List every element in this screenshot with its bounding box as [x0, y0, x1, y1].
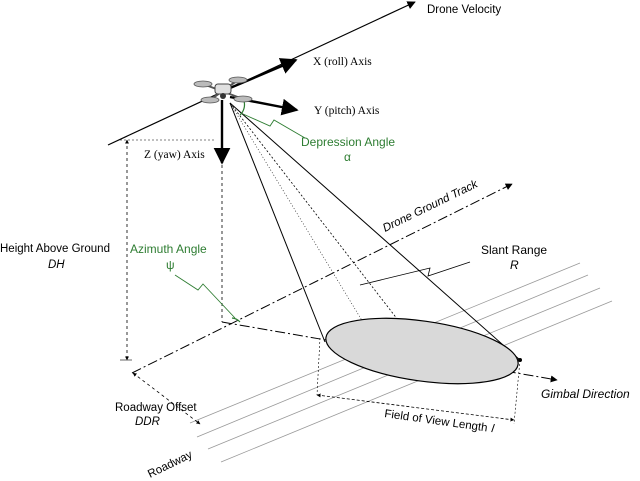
roadway-offset-symbol: DDR — [135, 416, 160, 428]
azimuth-angle-leader — [174, 274, 236, 319]
azimuth-angle-arc — [231, 317, 241, 323]
roadway-label: Roadway — [146, 449, 195, 481]
height-symbol: DH — [48, 259, 65, 271]
drone-icon — [193, 76, 253, 104]
slant-range-symbol: R — [510, 258, 519, 272]
azimuth-angle-label: Azimuth Angle — [130, 242, 207, 256]
depression-angle-symbol: α — [344, 150, 351, 164]
height-above-ground-label: Height Above Ground — [0, 243, 110, 255]
slant-range-label: Slant Range — [481, 243, 547, 257]
roadway-offset-label: Roadway Offset — [115, 402, 197, 414]
x-roll-axis-arrow — [229, 58, 298, 90]
gimbal-direction-label: Gimbal Direction — [541, 387, 630, 401]
fov-length-text: Field of View Length — [384, 408, 489, 434]
azimuth-angle-symbol: ψ — [166, 258, 175, 272]
z-axis-label: Z (yaw) Axis — [144, 149, 205, 161]
drone-ground-track-line — [131, 183, 513, 374]
drone-ground-track-label: Drone Ground Track — [381, 178, 481, 235]
slant-range-leader — [359, 261, 471, 286]
camera-footprint-ellipse — [325, 317, 519, 385]
depression-angle-label: Depression Angle — [301, 135, 395, 149]
drone-velocity-label: Drone Velocity — [427, 4, 501, 16]
x-axis-label: X (roll) Axis — [313, 56, 372, 68]
fov-length-dimension-line — [316, 393, 515, 422]
y-axis-label: Y (pitch) Axis — [314, 105, 380, 117]
fov-right-extension — [513, 359, 521, 425]
fov-length-symbol: l — [491, 423, 496, 435]
camera-fov-cone — [229, 102, 521, 361]
fov-left-extension — [316, 337, 321, 396]
roadway-offset-dimension-line — [132, 372, 201, 425]
depression-angle-leader — [242, 113, 306, 139]
